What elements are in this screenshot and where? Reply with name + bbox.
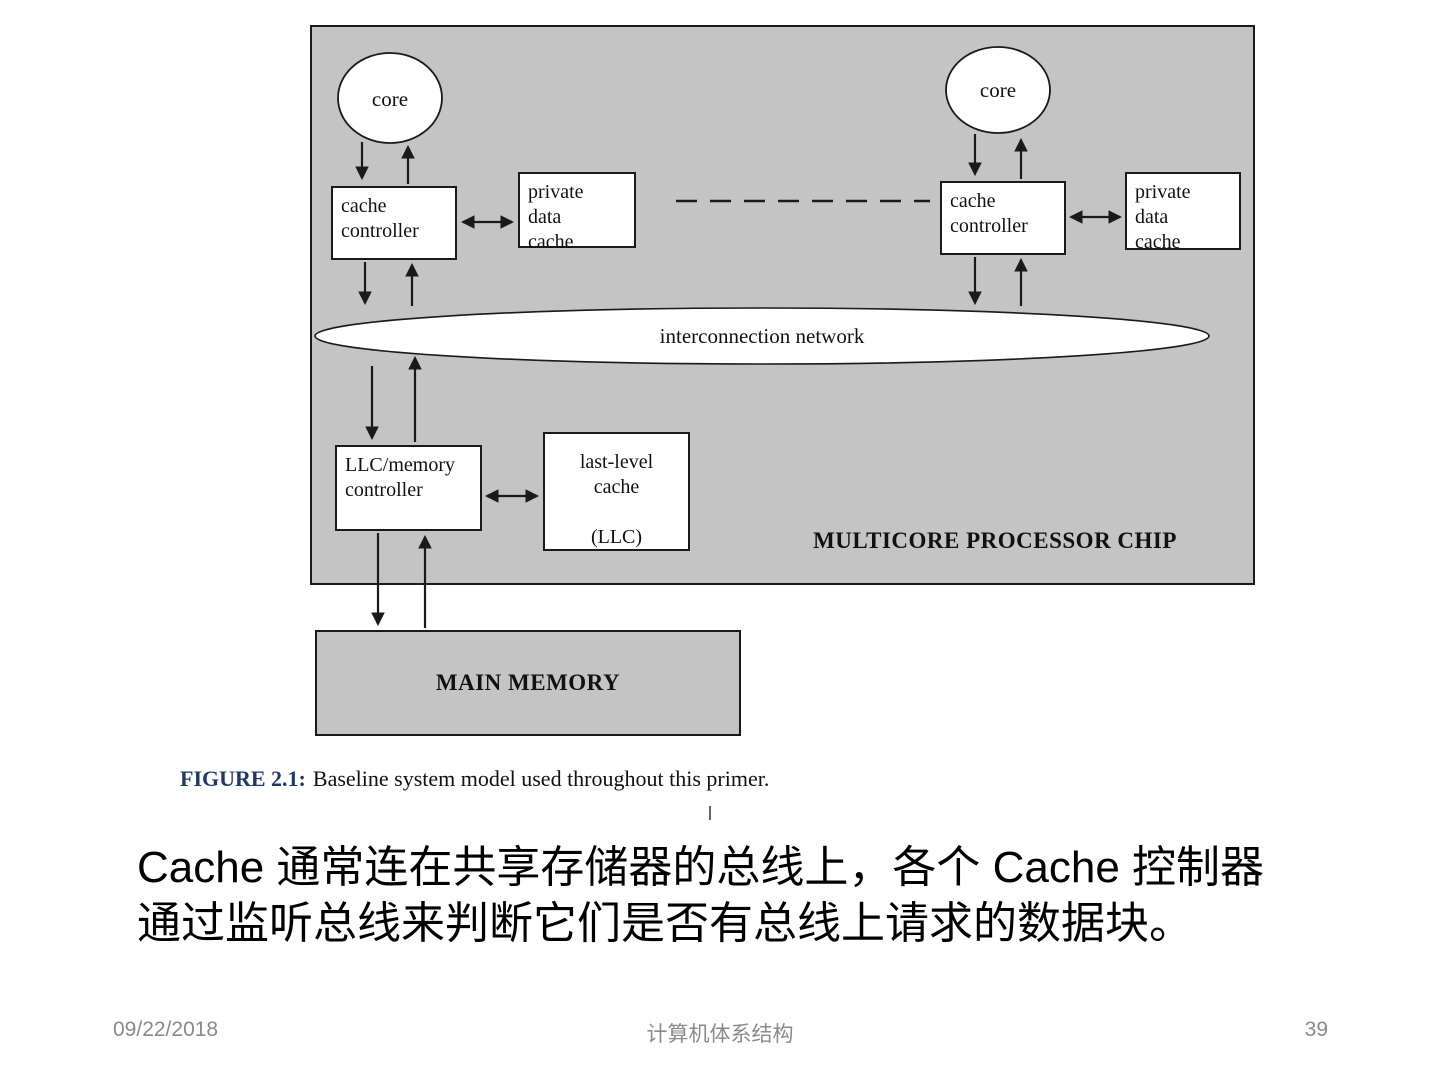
- footer-date: 09/22/2018: [113, 1018, 219, 1041]
- body-text-line1: Cache 通常连在共享存储器的总线上，各个 Cache 控制器: [137, 843, 1265, 892]
- cache-controller-left-box: cache controller: [331, 186, 457, 260]
- interconnection-network-label: interconnection network: [659, 323, 865, 348]
- figure-caption-label: FIGURE 2.1:: [180, 766, 306, 791]
- footer-page-number: 39: [1304, 1018, 1328, 1041]
- llc-memory-controller-box: LLC/memory controller: [335, 445, 482, 531]
- text-cursor: [709, 806, 711, 820]
- cache-controller-right-box: cache controller: [940, 181, 1066, 255]
- body-text-line2: 通过监听总线来判断它们是否有总线上请求的数据块。: [137, 899, 1193, 949]
- private-data-cache-right-box: private data cache: [1125, 172, 1241, 253]
- main-memory-box: MAIN MEMORY: [315, 630, 741, 736]
- figure-caption-text: Baseline system model used throughout th…: [312, 766, 770, 791]
- private-data-cache-left-box: private data cache: [518, 172, 636, 253]
- chip-label: MULTICORE PROCESSOR CHIP: [813, 528, 1177, 553]
- footer-course-title: 计算机体系结构: [646, 1023, 794, 1046]
- last-level-cache-box: last-level cache (LLC): [543, 432, 690, 551]
- body-text: Cache 通常连在共享存储器的总线上，各个 Cache 控制器 通过监听总线来…: [137, 840, 1377, 953]
- core-right-label: core: [979, 77, 1017, 102]
- figure-caption: FIGURE 2.1:Baseline system model used th…: [180, 766, 769, 792]
- core-left-label: core: [371, 86, 409, 111]
